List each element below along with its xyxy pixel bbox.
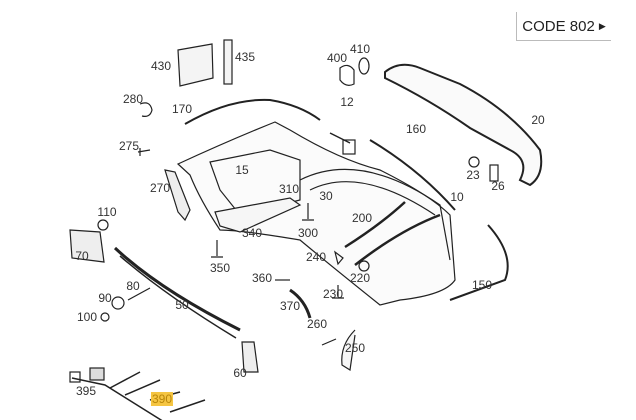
- part-label-30[interactable]: 30: [319, 189, 333, 203]
- part-70-shape: [69, 229, 105, 263]
- part-410-shape: [358, 57, 370, 75]
- part-340-shape: [214, 197, 302, 233]
- part-50-shape: [113, 246, 241, 332]
- part-20-shape: [384, 63, 543, 187]
- part-220-shape: [358, 260, 370, 272]
- part-10-bumper-shape: [176, 121, 456, 306]
- part-280-shape: [139, 102, 153, 117]
- part-150-shape: [449, 224, 509, 301]
- part-label-70[interactable]: 70: [75, 249, 89, 263]
- part-label-360[interactable]: 360: [251, 271, 273, 285]
- part-label-100[interactable]: 100: [76, 310, 98, 324]
- part-60-shape: [241, 341, 259, 373]
- part-230-shape: [332, 285, 344, 299]
- part-label-160[interactable]: 160: [405, 122, 427, 136]
- code-802-button[interactable]: CODE 802 ▶: [516, 12, 611, 41]
- part-label-110[interactable]: 110: [97, 205, 117, 219]
- part-label-350[interactable]: 350: [209, 261, 231, 275]
- part-12-shape: [342, 139, 356, 155]
- part-label-310[interactable]: 310: [278, 182, 300, 196]
- part-label-200[interactable]: 200: [351, 211, 373, 225]
- part-110-shape: [97, 219, 109, 231]
- part-label-435[interactable]: 435: [234, 50, 256, 64]
- part-435-shape: [223, 39, 233, 85]
- part-370-shape: [289, 288, 312, 319]
- part-350-shape: [211, 240, 223, 258]
- part-label-23[interactable]: 23: [466, 168, 480, 182]
- part-label-270[interactable]: 270: [149, 181, 171, 195]
- part-395-shape: [89, 367, 105, 381]
- part-label-60[interactable]: 60: [233, 366, 247, 380]
- play-arrow-icon: ▶: [598, 20, 606, 31]
- part-label-10[interactable]: 10: [450, 190, 464, 204]
- part-250-shape: [341, 329, 356, 371]
- part-label-170[interactable]: 170: [171, 102, 193, 116]
- part-label-150[interactable]: 150: [471, 278, 493, 292]
- part-170-shape: [184, 98, 321, 125]
- part-label-410[interactable]: 410: [349, 42, 371, 56]
- part-240-shape: [334, 250, 344, 266]
- part-label-400[interactable]: 400: [326, 51, 348, 65]
- part-label-50[interactable]: 50: [175, 298, 189, 312]
- part-300-shape: [302, 203, 314, 221]
- part-label-230[interactable]: 230: [322, 287, 344, 301]
- part-label-280[interactable]: 280: [122, 92, 144, 106]
- part-90-shape: [111, 296, 125, 310]
- part-label-390-selected[interactable]: 390: [150, 392, 174, 406]
- part-275-shape: [137, 148, 151, 156]
- part-label-20[interactable]: 20: [531, 113, 545, 127]
- part-270-shape: [164, 169, 191, 222]
- part-label-370[interactable]: 370: [279, 299, 301, 313]
- part-label-340[interactable]: 340: [241, 226, 263, 240]
- part-label-300[interactable]: 300: [297, 226, 319, 240]
- part-label-80[interactable]: 80: [126, 279, 140, 293]
- part-label-220[interactable]: 220: [349, 271, 371, 285]
- part-label-12[interactable]: 12: [340, 95, 354, 109]
- part-label-26[interactable]: 26: [491, 179, 505, 193]
- part-80-shape: [127, 287, 151, 301]
- code-label: CODE 802: [522, 17, 595, 35]
- part-200-shape: [344, 201, 406, 249]
- part-label-395[interactable]: 395: [75, 384, 97, 398]
- part-400-shape: [339, 64, 355, 86]
- part-label-250[interactable]: 250: [344, 341, 366, 355]
- part-label-260[interactable]: 260: [306, 317, 328, 331]
- part-390-harness-shape: [71, 371, 206, 420]
- part-160-shape: [369, 139, 456, 211]
- part-26-shape: [489, 164, 499, 182]
- part-23-shape: [468, 156, 480, 168]
- part-label-90[interactable]: 90: [98, 291, 112, 305]
- part-260-shape: [321, 338, 337, 346]
- part-label-275[interactable]: 275: [118, 139, 140, 153]
- part-label-240[interactable]: 240: [305, 250, 327, 264]
- part-100-shape: [100, 312, 110, 322]
- part-430-shape: [177, 43, 214, 87]
- part-label-430[interactable]: 430: [150, 59, 172, 73]
- part-label-15[interactable]: 15: [235, 163, 249, 177]
